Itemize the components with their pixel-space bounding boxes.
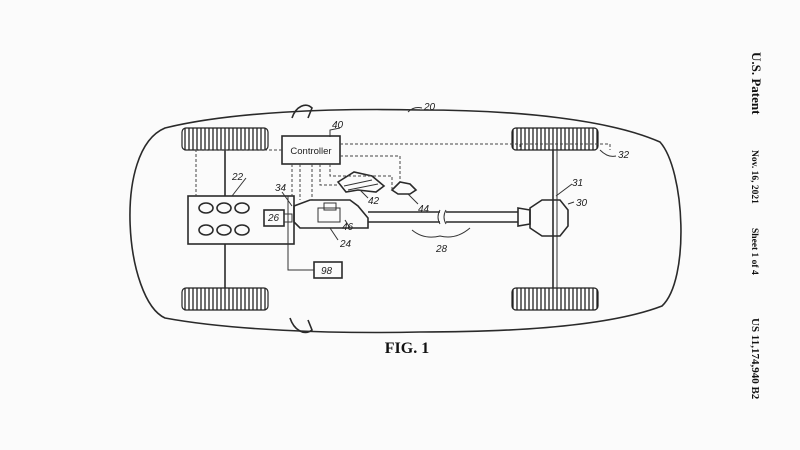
driveshaft-joint (517, 207, 531, 227)
header-sheet: Sheet 1 of 4 (749, 228, 759, 275)
side-mirror-top (291, 104, 313, 119)
driveshaft-rear (446, 211, 518, 223)
transmission-housing (293, 199, 369, 229)
component-46-inner (323, 202, 337, 211)
pedal-42-detail (343, 179, 379, 191)
controller-label: Controller (290, 146, 331, 157)
ref-44: 44 (418, 204, 430, 215)
header-us-patent: U.S. Patent (749, 52, 764, 115)
driveshaft-break (437, 209, 447, 225)
pedal-44 (390, 181, 418, 195)
patent-header: U.S. Patent Nov. 16, 2021 Sheet 1 of 4 U… (749, 52, 764, 400)
ref-24: 24 (339, 239, 352, 250)
pedal-42 (336, 171, 386, 193)
ref-40: 40 (332, 120, 344, 131)
header-patent-number: US 11,174,940 B2 (749, 318, 761, 400)
rear-left-wheel (511, 127, 599, 151)
ref-26: 26 (267, 213, 280, 224)
ref-30: 30 (576, 198, 588, 209)
reference-leaders (231, 107, 617, 241)
front-right-wheel (181, 287, 269, 311)
rear-differential (529, 199, 569, 237)
ref-31: 31 (572, 178, 583, 189)
figure-label: FIG. 1 (385, 340, 429, 357)
ref-28: 28 (435, 244, 448, 255)
ref-42: 42 (368, 196, 380, 207)
component-46-box (317, 207, 341, 223)
header-date: Nov. 16, 2021 (749, 150, 759, 204)
vehicle-body-outline (129, 108, 682, 334)
ref-20: 20 (423, 102, 436, 113)
ref-46: 46 (342, 222, 354, 233)
engine-cylinders (198, 202, 250, 236)
rear-right-wheel (511, 287, 599, 311)
ref-98: 98 (321, 266, 333, 277)
side-mirror-bottom (289, 317, 313, 334)
signal-lines (195, 143, 611, 200)
driveshaft-front (368, 211, 440, 223)
ref-34: 34 (275, 183, 287, 194)
front-left-wheel (181, 127, 269, 151)
ref-32: 32 (618, 150, 630, 161)
ref-22: 22 (231, 172, 244, 183)
component-98-lead (287, 196, 314, 271)
